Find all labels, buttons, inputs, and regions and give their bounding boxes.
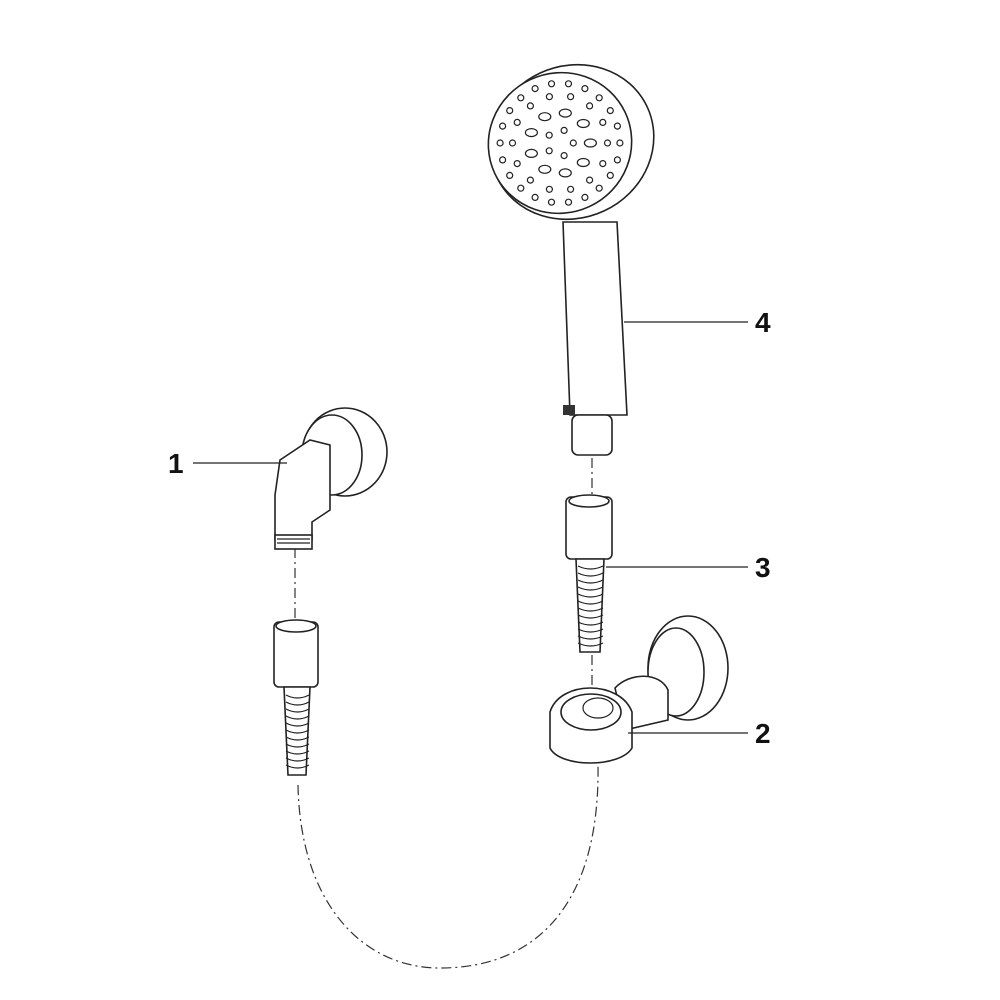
spray-nozzle — [576, 157, 590, 168]
spray-nozzle — [603, 139, 612, 147]
spray-nozzle — [496, 139, 504, 147]
spray-nozzle — [499, 156, 507, 164]
spray-nozzle — [560, 152, 568, 160]
spray-nozzle — [583, 138, 598, 148]
spray-nozzle — [585, 102, 594, 110]
spray-nozzle — [613, 156, 622, 164]
spring-coil — [577, 600, 604, 605]
spray-nozzle — [585, 176, 594, 184]
spray-nozzle — [545, 147, 553, 155]
spray-nozzle — [513, 118, 521, 127]
spray-nozzle — [558, 168, 572, 178]
spring-coil — [577, 607, 604, 612]
spray-nozzle — [499, 122, 507, 130]
spray-nozzle — [508, 139, 517, 147]
spray-nozzle — [547, 80, 556, 88]
spring-coil — [285, 743, 310, 748]
spray-nozzle — [581, 84, 589, 93]
spray-nozzle — [595, 184, 603, 192]
spring-coil — [285, 736, 310, 741]
callout-4: 4 — [755, 307, 771, 338]
spring-coil — [285, 722, 310, 727]
spray-nozzle — [595, 94, 603, 102]
spray-nozzle — [606, 106, 614, 115]
spring-coil — [285, 750, 310, 755]
hose-connector — [565, 494, 613, 653]
shower-holder — [549, 615, 729, 764]
spray-nozzle — [531, 193, 539, 201]
spring-coil — [577, 614, 604, 619]
spray-nozzle — [538, 164, 552, 174]
hose-path — [297, 764, 599, 969]
callout-3: 3 — [755, 552, 771, 583]
spray-nozzle — [547, 198, 556, 206]
callout-2: 2 — [755, 718, 771, 749]
callout-1: 1 — [168, 448, 184, 479]
spring-coil — [577, 593, 604, 598]
spray-nozzle — [581, 193, 589, 201]
spring-coil — [285, 701, 310, 706]
spray-nozzle — [524, 148, 539, 158]
spray-nozzle — [613, 122, 622, 130]
spring-coil — [577, 586, 604, 591]
spring-coil — [285, 764, 310, 769]
hand-shower — [487, 63, 655, 456]
spray-nozzle — [513, 160, 521, 168]
spray-nozzle — [517, 94, 525, 102]
spray-nozzle — [517, 184, 525, 192]
spray-nozzle — [599, 118, 607, 127]
spray-nozzle — [524, 128, 539, 138]
spring-coil — [285, 694, 310, 699]
spray-nozzle — [526, 102, 535, 110]
spring-coil — [285, 729, 310, 734]
spring-coil — [577, 621, 604, 626]
spring-coil — [577, 635, 604, 640]
spray-nozzle — [564, 198, 573, 206]
hose-end-left — [273, 619, 319, 776]
spray-nozzle — [576, 118, 590, 129]
spring-coil — [577, 628, 604, 633]
spring-coil — [285, 708, 310, 713]
spring-coil — [577, 572, 604, 577]
spray-nozzle — [538, 112, 552, 122]
spray-nozzle — [606, 171, 614, 179]
spring-coil — [285, 715, 310, 720]
spray-nozzle — [526, 176, 535, 184]
spray-nozzle — [545, 185, 554, 193]
wall-outlet-elbow — [274, 407, 388, 550]
spray-nozzle — [506, 106, 514, 115]
spray-nozzle — [569, 139, 577, 147]
spring-coil — [577, 579, 604, 584]
spray-nozzle — [545, 131, 553, 139]
spray-nozzle — [564, 80, 573, 88]
spray-nozzle — [558, 108, 572, 118]
spring-coil — [577, 642, 604, 647]
spray-nozzle — [531, 84, 539, 93]
spray-nozzle — [599, 160, 607, 168]
spray-nozzle — [560, 126, 568, 134]
spray-nozzle — [506, 171, 514, 179]
spray-nozzle — [566, 93, 575, 101]
spray-nozzle — [566, 185, 575, 193]
spray-nozzle — [545, 93, 554, 101]
spring-coil — [577, 565, 604, 570]
spray-nozzle — [616, 139, 624, 147]
spring-coil — [285, 757, 310, 762]
